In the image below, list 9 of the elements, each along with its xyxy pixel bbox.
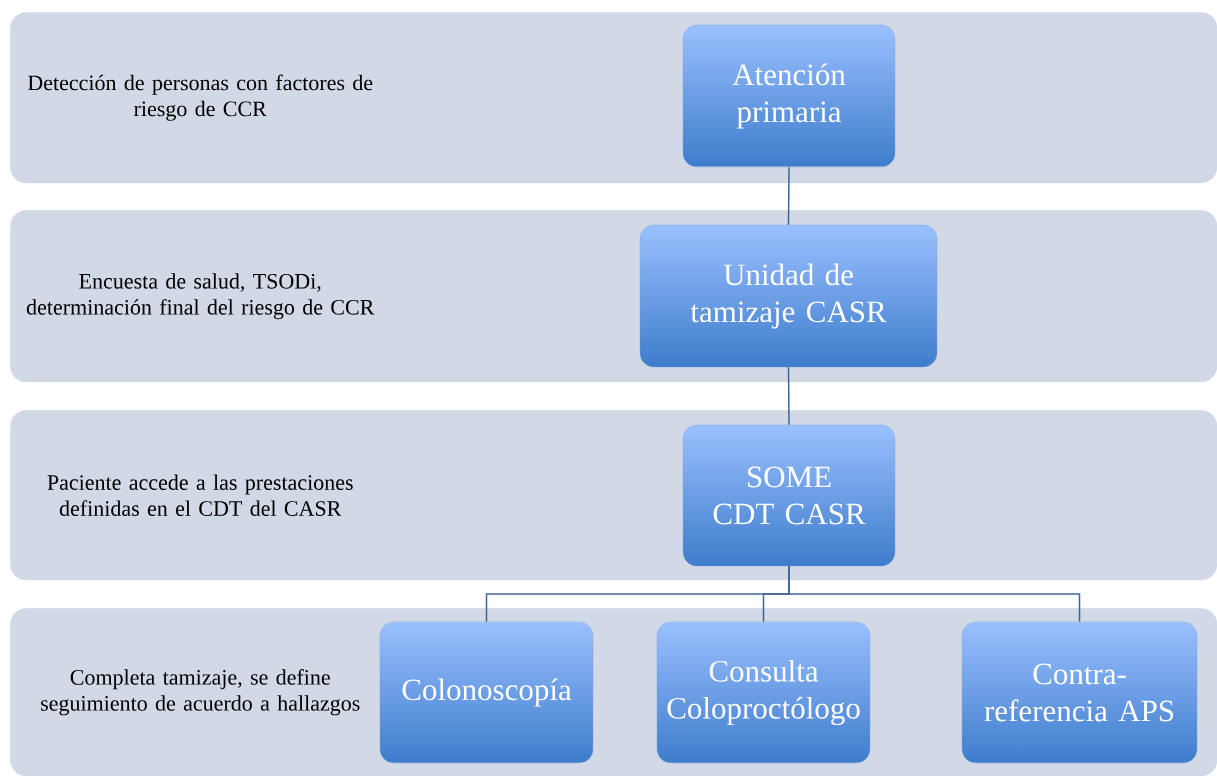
process-box: Colonoscopía	[379, 621, 594, 764]
connector-line	[787, 366, 790, 426]
process-box: SOME CDT CASR	[682, 424, 896, 567]
process-box: Consulta Coloproctólogo	[656, 621, 871, 764]
process-box: Unidad de tamizaje CASR	[639, 224, 938, 368]
process-box: Atención primaria	[682, 24, 896, 168]
connector-line	[788, 565, 1081, 623]
process-box: Contra-referencia APS	[961, 621, 1198, 764]
connector-line	[787, 166, 790, 226]
